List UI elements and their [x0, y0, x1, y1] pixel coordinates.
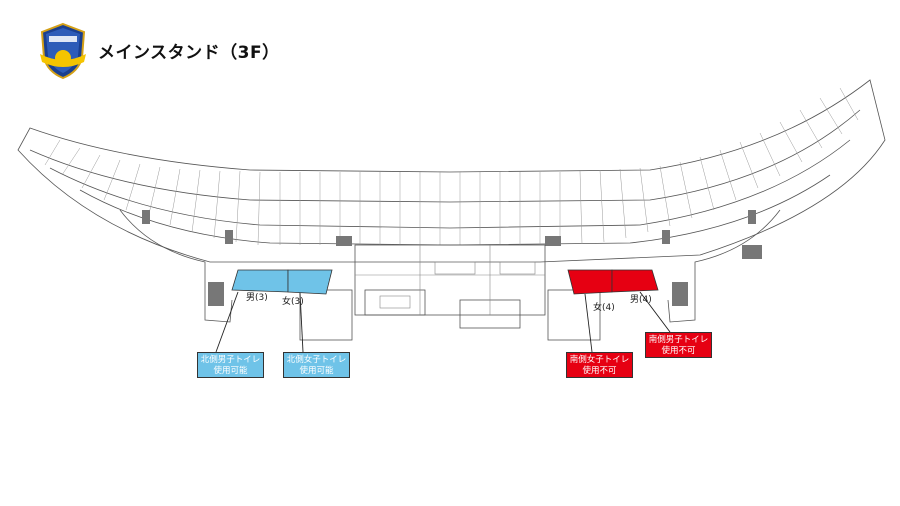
- callout-line2: 使用不可: [661, 346, 696, 356]
- callout-line1: 南側女子トイレ: [569, 355, 630, 365]
- callout-line1: 南側男子トイレ: [648, 335, 709, 345]
- south-male-toilet-callout: 南側男子トイレ 使用不可: [645, 332, 712, 358]
- south-male-room-label: 男(4): [630, 294, 652, 305]
- north-male-toilet-callout: 北側男子トイレ 使用可能: [197, 352, 264, 378]
- concourse: [119, 209, 781, 341]
- seat-rows: [44, 87, 859, 246]
- callout-line2: 使用不可: [582, 366, 617, 376]
- callout-line2: 使用可能: [299, 366, 334, 376]
- south-female-toilet-callout: 南側女子トイレ 使用不可: [566, 352, 633, 378]
- north-female-toilet-callout: 北側女子トイレ 使用可能: [283, 352, 350, 378]
- central-rooms: [355, 245, 545, 315]
- callout-line1: 北側男子トイレ: [200, 355, 261, 365]
- south-male-toilet: [611, 269, 659, 293]
- south-female-toilet: [567, 269, 613, 295]
- callout-line2: 使用可能: [213, 366, 248, 376]
- club-emblem-icon: [40, 22, 86, 80]
- north-male-room-label: 男(3): [246, 292, 268, 303]
- north-male-toilet: [231, 269, 289, 293]
- north-female-toilet: [287, 269, 333, 295]
- leader-lines: [215, 291, 671, 353]
- north-female-room-label: 女(3): [282, 295, 304, 307]
- callout-line1: 北側女子トイレ: [286, 355, 347, 365]
- south-female-room-label: 女(4): [593, 301, 615, 313]
- seating-area: [17, 79, 886, 263]
- page-title: メインスタンド（3F）: [98, 43, 280, 63]
- stairways: [142, 210, 762, 306]
